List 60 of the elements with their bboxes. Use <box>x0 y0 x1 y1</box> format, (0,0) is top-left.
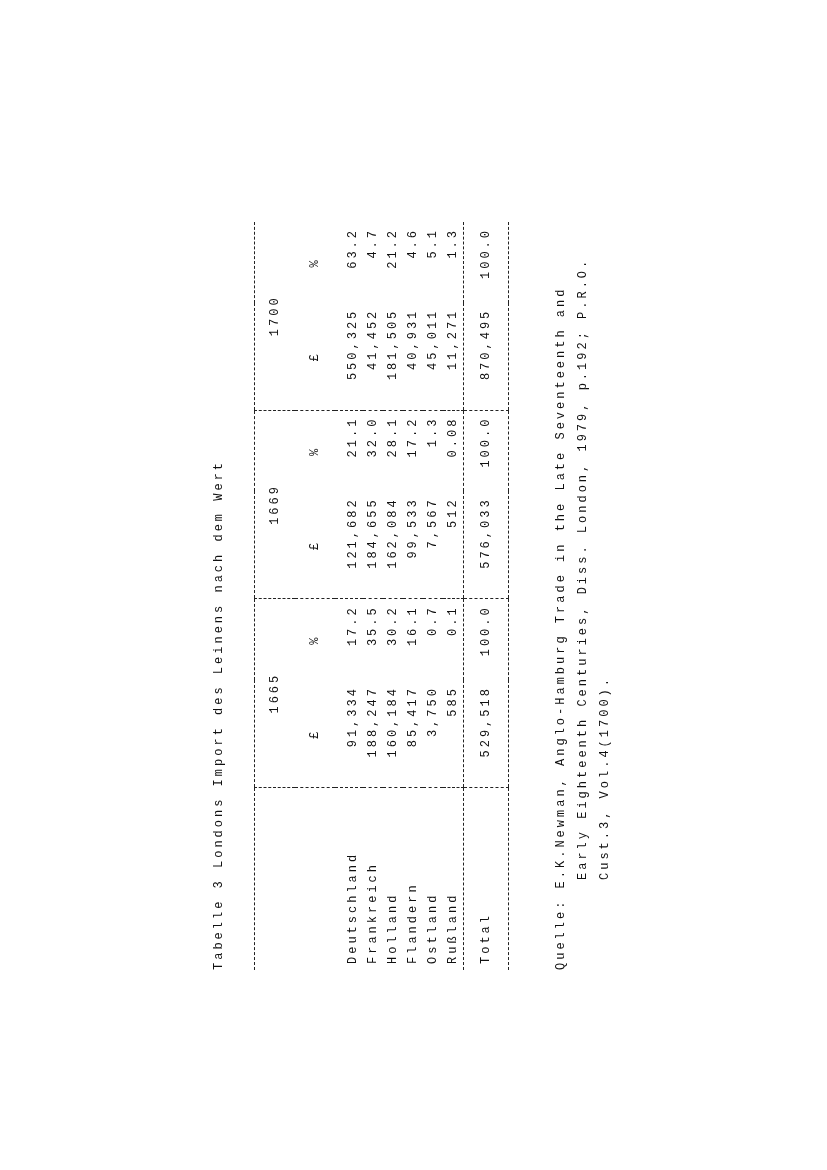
percent-value: 1.3 <box>446 228 460 259</box>
row-label: Ostland <box>426 892 440 964</box>
amount-value: 11,271 <box>446 308 460 370</box>
percent-value: 21.1 <box>346 416 360 458</box>
row-label: Holland <box>386 892 400 964</box>
unit-header: £ <box>308 728 322 739</box>
amount-value: 40,931 <box>406 308 420 370</box>
amount-value: 45,011 <box>426 308 440 370</box>
percent-value: 5.1 <box>426 228 440 259</box>
amount-value: 550,325 <box>346 308 360 381</box>
unit-header: % <box>308 445 322 457</box>
table-title: Tabelle 3 Londons Import des Leinens nach dem Wert <box>212 459 226 970</box>
amount-value: 121,682 <box>346 497 360 569</box>
percent-value: 30.2 <box>386 605 400 647</box>
unit-header: £ <box>308 539 322 550</box>
amount-value: 3,750 <box>426 686 440 738</box>
percent-value: 17.2 <box>406 416 420 458</box>
amount-value: 529,518 <box>479 686 493 758</box>
row-label: Rußland <box>446 892 460 964</box>
percent-value: 32.0 <box>366 416 380 458</box>
percent-value: 4.6 <box>406 228 420 259</box>
percent-value: 100.0 <box>479 416 493 468</box>
percent-value: 0.08 <box>446 416 460 458</box>
percent-value: 0.1 <box>446 605 460 636</box>
amount-value: 85,417 <box>406 686 420 748</box>
unit-header: % <box>308 634 322 645</box>
amount-value: 585 <box>446 686 460 717</box>
percent-value: 4.7 <box>366 228 380 259</box>
percent-value: 63.2 <box>346 228 360 269</box>
percent-value: 17.2 <box>346 605 360 647</box>
amount-value: 99,533 <box>406 497 420 559</box>
unit-header: £ <box>308 351 322 362</box>
year-header: 1700 <box>268 295 282 337</box>
percent-value: 16.1 <box>406 605 420 647</box>
amount-value: 91,334 <box>346 686 360 748</box>
percent-value: 0.7 <box>426 605 440 636</box>
amount-value: 188,247 <box>366 686 380 758</box>
row-label: Frankreich <box>366 862 380 964</box>
percent-value: 21.2 <box>386 228 400 269</box>
amount-value: 512 <box>446 497 460 528</box>
amount-value: 576,033 <box>479 497 493 569</box>
row-label: Flandern <box>406 882 420 964</box>
year-header: 1665 <box>268 672 282 714</box>
percent-value: 28.1 <box>386 416 400 458</box>
source-note: Quelle: E.K.Newman, Anglo-Hamburg Trade in the Late Seventeenth and Early Eighteenth Centuries, Diss. London, 1979, p.192; P.R.O. Cust.3, Vol.4(1700). <box>553 256 613 970</box>
row-label: Total <box>479 913 493 964</box>
percent-value: 35.5 <box>366 605 380 647</box>
percent-value: 100.0 <box>479 228 493 279</box>
percent-value: 1.3 <box>426 416 440 448</box>
amount-value: 160,184 <box>386 686 400 758</box>
percent-value: 100.0 <box>479 605 493 657</box>
amount-value: 184,655 <box>366 497 380 569</box>
year-header: 1669 <box>268 484 282 525</box>
amount-value: 7,567 <box>426 497 440 549</box>
amount-value: 162,084 <box>386 497 400 569</box>
unit-header: % <box>308 257 322 268</box>
row-label: Deutschland <box>346 851 360 964</box>
amount-value: 181,505 <box>386 308 400 381</box>
amount-value: 870,495 <box>479 308 493 381</box>
amount-value: 41,452 <box>366 308 380 370</box>
